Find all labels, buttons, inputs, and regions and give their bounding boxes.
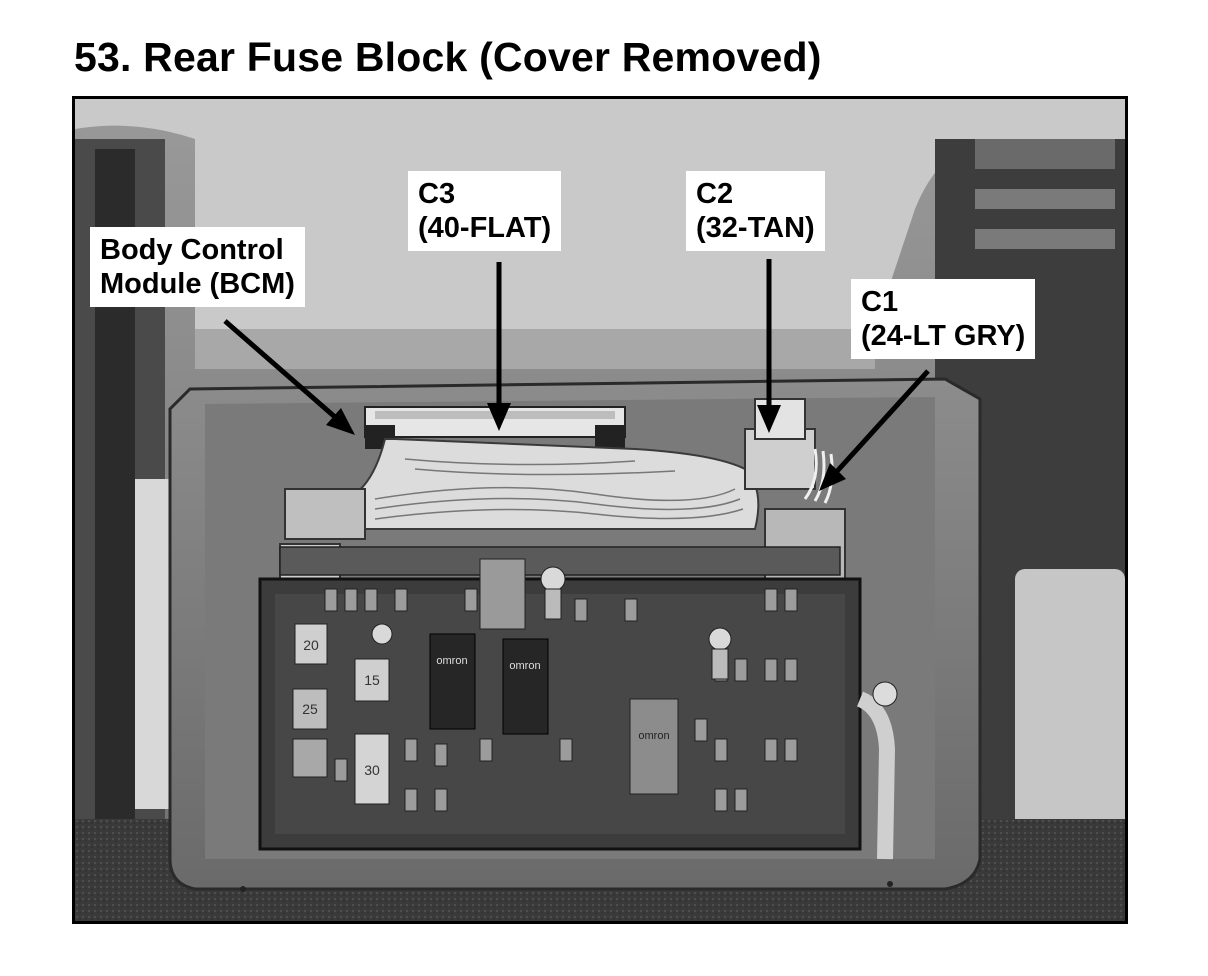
c1-arrowhead: [819, 463, 846, 491]
maxi-fuses: 20 25 15 30: [292, 623, 390, 805]
relay-2-brand: omron: [509, 660, 540, 672]
fuse-15-label: 15: [364, 672, 380, 688]
right-bar-1: [975, 139, 1115, 169]
relay-3: [479, 558, 526, 630]
upper-panel: [75, 99, 1125, 329]
relay-2: omron: [502, 638, 549, 735]
callout-c3: C3 (40-FLAT): [408, 171, 562, 251]
battery-stud: [872, 681, 898, 707]
callout-c2-line1: C2: [696, 178, 734, 210]
ribbon-traces: [374, 458, 744, 520]
left-connector: [284, 488, 366, 540]
callout-bcm-line1: Body Control: [100, 234, 284, 266]
fuse-block-photo: 20 25 15 30 omron omron omron: [72, 96, 1128, 924]
studs: [371, 566, 732, 680]
callout-c2: C2 (32-TAN): [686, 171, 825, 251]
relay-1: omron: [429, 633, 476, 730]
bcm-arrowhead: [326, 408, 355, 435]
callout-c1-line1: C1: [861, 286, 899, 318]
mini-fuses: [324, 588, 798, 812]
callout-c1-line2: (24-LT GRY): [861, 320, 1026, 352]
battery-cable: [856, 691, 896, 860]
c1-arrow-line: [828, 369, 930, 481]
tray-screw-right: [887, 881, 893, 887]
page-title: 53. Rear Fuse Block (Cover Removed): [74, 34, 822, 80]
c2-arrowhead: [757, 405, 781, 433]
relay-4: omron: [629, 698, 679, 795]
fuse-25-label: 25: [302, 701, 318, 717]
relay-1-brand: omron: [436, 655, 467, 667]
c3-arrowhead: [487, 403, 511, 431]
callout-bcm: Body Control Module (BCM): [90, 227, 305, 307]
tray-screw-left: [240, 886, 246, 892]
right-light-panel: [1015, 569, 1125, 829]
fuse-block-illustration: 20 25 15 30 omron omron omron: [75, 99, 1125, 921]
fuse-30-label: 30: [364, 762, 380, 778]
fuse-20-label: 20: [303, 637, 319, 653]
callout-arrows: [223, 259, 930, 481]
bcm-arrow-line: [223, 319, 345, 426]
bcm-housing: [195, 329, 875, 369]
callout-c2-line2: (32-TAN): [696, 212, 815, 244]
callout-c1: C1 (24-LT GRY): [851, 279, 1036, 359]
right-bar-3: [975, 229, 1115, 249]
callout-c3-line2: (40-FLAT): [418, 212, 552, 244]
callout-arrowheads: [326, 403, 846, 491]
relay-4-brand: omron: [638, 730, 669, 742]
callout-c3-line1: C3: [418, 178, 456, 210]
right-bar-2: [975, 189, 1115, 209]
callout-bcm-line2: Module (BCM): [100, 268, 295, 300]
